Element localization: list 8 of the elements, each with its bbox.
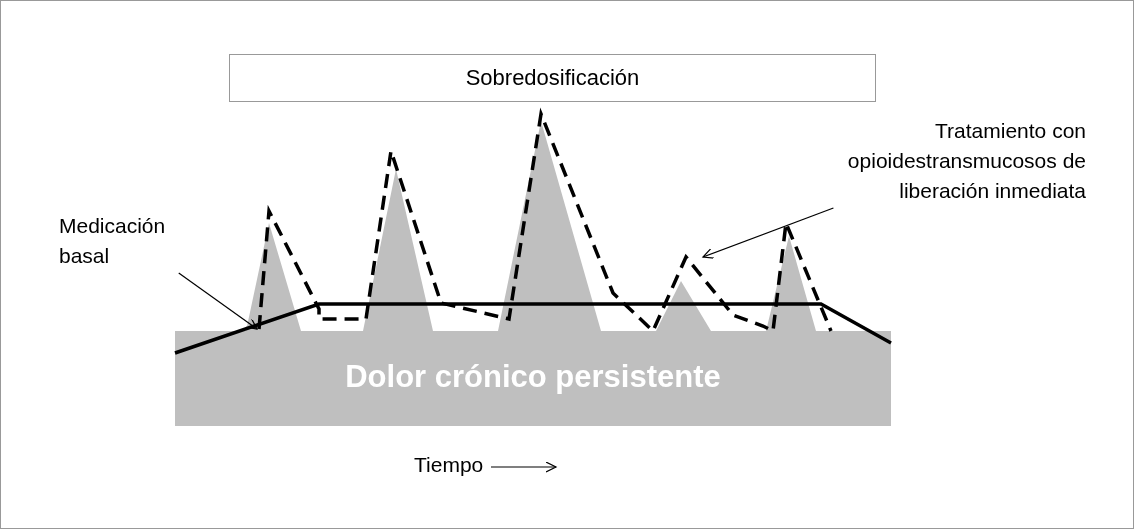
axis-label: Tiempo: [414, 453, 484, 477]
leader-line: [178, 272, 258, 330]
breakthrough-dose-line: [257, 107, 833, 334]
annotation-text: Medicación basal: [59, 211, 209, 271]
label-box: Sobredosificación: [229, 54, 876, 102]
area-label: Dolor crónico persistente: [344, 359, 722, 395]
annotation-text: Tratamiento con opioidestransmucosos de liberación inmediata: [831, 116, 1086, 206]
leader-line: [702, 207, 834, 259]
